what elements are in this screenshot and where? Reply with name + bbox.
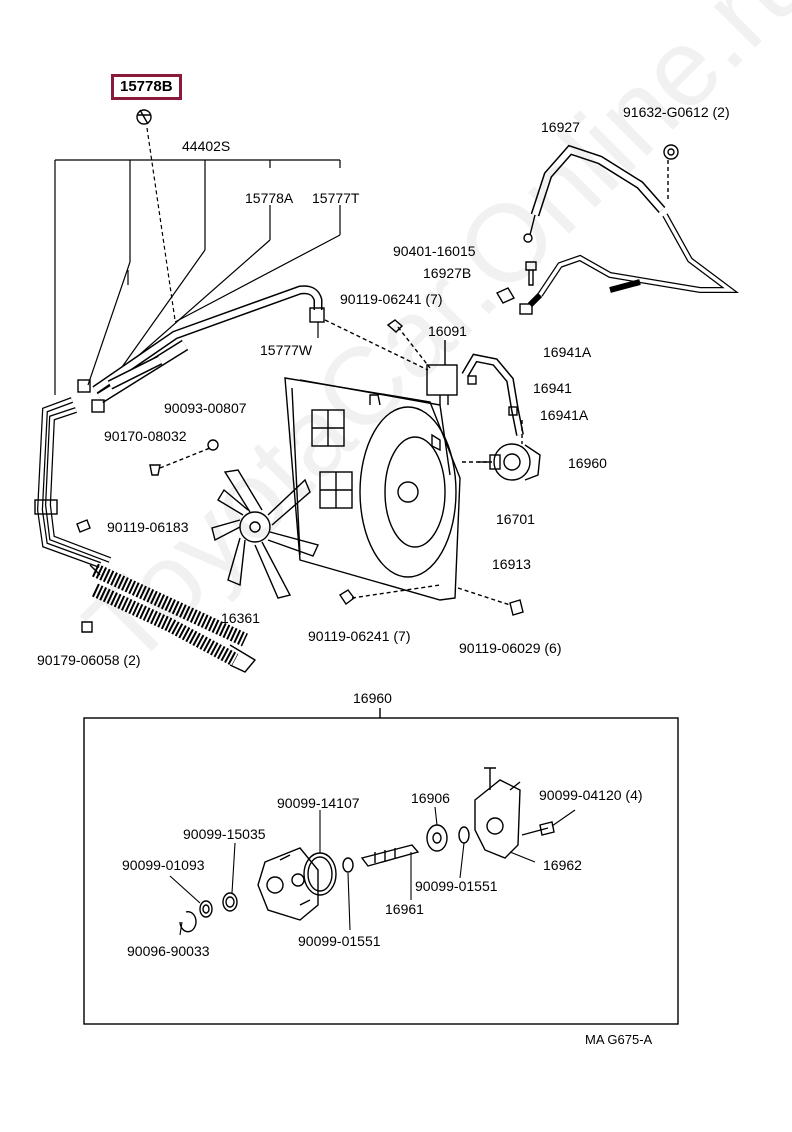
- bolt-90401-icon: [525, 261, 537, 286]
- bolt-90119-06029-icon: [457, 587, 524, 616]
- bolt-91632-icon: [663, 144, 679, 160]
- label-16941a-lower[interactable]: 16941A: [540, 407, 589, 423]
- hose-16941-icon: [461, 353, 524, 436]
- fan-motor-16913-icon: [359, 406, 457, 578]
- label-16927[interactable]: 16927: [541, 119, 580, 135]
- pump-16960-icon: [478, 443, 541, 481]
- cover-16962-icon: [474, 767, 521, 859]
- label-16361[interactable]: 16361: [221, 610, 260, 626]
- bolt-90099-04120-icon: [521, 821, 555, 836]
- label-15777w[interactable]: 15777W: [260, 342, 313, 358]
- bolt-90119-lower-left-icon: [339, 584, 441, 606]
- oil-cooler-icon: [89, 563, 257, 673]
- label-16962[interactable]: 16962: [543, 857, 582, 873]
- bolt-90119-06183-icon: [76, 519, 91, 533]
- ring-90099-01093-icon: [199, 900, 213, 918]
- label-16941a-upper[interactable]: 16941A: [543, 344, 592, 360]
- clip-90170-icon: [149, 464, 161, 476]
- nut-90093-icon: [159, 439, 219, 469]
- label-15778a[interactable]: 15778A: [245, 190, 294, 206]
- label-16927b[interactable]: 16927B: [423, 265, 472, 281]
- highlighted-part-label[interactable]: 15778B: [111, 74, 182, 100]
- clip-15778b-icon: [136, 109, 152, 125]
- label-16701[interactable]: 16701: [496, 511, 535, 527]
- label-90099-01551-right[interactable]: 90099-01551: [415, 878, 498, 894]
- label-90401-16015[interactable]: 90401-16015: [393, 243, 476, 259]
- oring-90099-14107-icon: [303, 852, 337, 896]
- gear-16906-icon: [426, 824, 448, 852]
- label-15777t[interactable]: 15777T: [312, 190, 360, 206]
- fan-shroud-16701-icon: [284, 377, 461, 601]
- label-90096-90033[interactable]: 90096-90033: [127, 943, 210, 959]
- clamp-16927b-icon: [495, 287, 516, 304]
- label-16960-detail[interactable]: 16960: [353, 690, 392, 706]
- hose-assembly-icon: [77, 285, 325, 413]
- label-90119-06029[interactable]: 90119-06029 (6): [459, 640, 562, 656]
- detail-box-16960: [83, 708, 679, 1025]
- label-90099-04120[interactable]: 90099-04120 (4): [539, 787, 643, 803]
- fan-16361-icon: [211, 469, 319, 599]
- label-16941[interactable]: 16941: [533, 380, 572, 396]
- detail-leaders: [169, 806, 576, 936]
- label-90099-15035[interactable]: 90099-15035: [183, 826, 266, 842]
- pump-body-icon: [257, 847, 319, 921]
- cooler-pipe-icon: [34, 397, 112, 568]
- label-16913[interactable]: 16913: [492, 556, 531, 572]
- snapring-90096-icon: [179, 910, 197, 933]
- label-16091[interactable]: 16091: [428, 323, 467, 339]
- valve-16091-icon: [426, 340, 458, 405]
- label-90099-01093[interactable]: 90099-01093: [122, 857, 205, 873]
- label-90099-14107[interactable]: 90099-14107: [277, 795, 360, 811]
- hose-16927-icon: [519, 144, 739, 315]
- label-90119-06241-upper[interactable]: 90119-06241 (7): [340, 291, 443, 307]
- label-90179-06058[interactable]: 90179-06058 (2): [37, 652, 141, 668]
- seal-90099-15035-icon: [222, 892, 238, 912]
- diagram-code: MA G675-A: [585, 1032, 653, 1047]
- label-16906[interactable]: 16906: [411, 790, 450, 806]
- oring-90099-01551-left-icon: [342, 857, 354, 873]
- label-91632-g0612[interactable]: 91632-G0612 (2): [623, 104, 730, 120]
- label-90099-01551-left[interactable]: 90099-01551: [298, 933, 381, 949]
- clip-90179-icon: [81, 621, 93, 633]
- label-90119-06241-lower[interactable]: 90119-06241 (7): [308, 628, 411, 644]
- label-90170-08032[interactable]: 90170-08032: [104, 428, 187, 444]
- label-16961[interactable]: 16961: [385, 901, 424, 917]
- label-90093-00807[interactable]: 90093-00807: [164, 400, 247, 416]
- bolt-90119-upper-icon: [386, 319, 431, 369]
- label-44402s[interactable]: 44402S: [182, 138, 231, 154]
- shaft-16961-icon: [360, 844, 420, 867]
- label-16960-top[interactable]: 16960: [568, 455, 607, 471]
- oring-90099-01551-right-icon: [458, 826, 470, 844]
- label-90119-06183[interactable]: 90119-06183: [107, 519, 189, 535]
